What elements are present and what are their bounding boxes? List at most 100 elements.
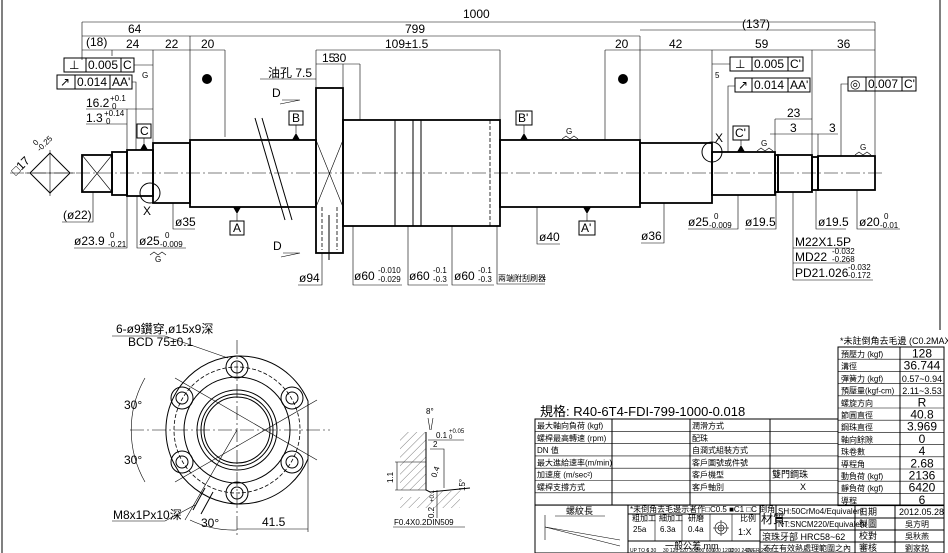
dim-799: 799 <box>405 22 425 36</box>
gdt-frame-runout-left: ↗ 0.014 AA' <box>56 74 137 150</box>
dim-pd: PD21.026 <box>795 266 849 280</box>
thread-spec: M22X1.5P <box>795 235 851 249</box>
dim-d94: ø94 <box>299 271 320 285</box>
material-nt: NT:SNCM220/Equivalent <box>778 520 867 529</box>
dim-d60-a: ø60 <box>354 269 375 283</box>
order-row-value2: 雙門鋼珠 <box>772 469 808 480</box>
drawn-label: 製圖 <box>859 518 877 529</box>
thread-length-label: 螺紋長 <box>566 505 593 516</box>
grind-mark: G <box>142 71 148 80</box>
datum-c: C <box>140 124 149 138</box>
dim-41-5: 41.5 <box>262 515 286 529</box>
tol-lower: -0.21 <box>108 240 127 249</box>
gdt-value: 0.007 <box>868 77 898 91</box>
order-row-label: DN 值 <box>537 445 559 455</box>
dimension-lines <box>81 21 876 156</box>
dim-d25-left: ø25 <box>139 234 160 248</box>
dim-md22: MD22 <box>795 250 827 264</box>
param-value: 2136 <box>909 469 936 483</box>
tol-upper: 0 <box>31 138 41 148</box>
surface-marks: G G G G G 5 D D <box>142 71 872 264</box>
runout-icon: ↗ <box>738 78 748 92</box>
rough-value: 6.3a <box>660 525 676 534</box>
gdt-datum: AA' <box>112 75 130 89</box>
tol-upper: -0.010 <box>378 266 401 275</box>
gdt-value: 0.014 <box>77 75 107 89</box>
dim-1-3: 1.3 <box>86 111 103 125</box>
tol-lower: -0.3 <box>433 275 447 284</box>
order-row-label2: 自潤式組裝方式 <box>692 445 748 455</box>
tol-lower: -0.029 <box>378 275 401 284</box>
angle-30-bottom: 30° <box>201 516 219 530</box>
undercut-label: F0.4X0.2DIN509 <box>394 518 454 527</box>
param-value: 2.11~3.53 <box>902 386 942 396</box>
groove-detail-x: 1.1 8° 0.1 +0.05 0 2 0.4 15° 0.2 +0.1 F0… <box>386 407 471 528</box>
param-label: 動負荷 (kgf) <box>841 471 884 481</box>
approved-label: 審核 <box>859 542 877 553</box>
grind-mark: G <box>860 143 866 152</box>
dim-d23-9: ø23.9 <box>74 234 105 248</box>
tap-note: M8x1Px10深 <box>113 508 182 522</box>
dim-d22: (ø22) <box>63 208 92 222</box>
param-value: 36.744 <box>904 359 941 373</box>
tol-upper: 0 <box>110 231 115 240</box>
rough-header: 研磨 <box>688 513 704 523</box>
param-value: 4 <box>919 444 926 458</box>
order-table: 最大軸向負荷 (kgf)潤滑方式螺桿最高轉速 (rpm)配珠DN 值自潤式組裝方… <box>534 418 839 506</box>
dim-16-2: 16.2 <box>86 96 110 110</box>
dim-square: □17 <box>8 153 33 178</box>
drawn-by: 吳方明 <box>905 519 929 529</box>
dim-3a: 3 <box>790 121 797 135</box>
checked-label: 校對 <box>859 530 877 541</box>
datum-a-prime: A' <box>581 221 591 235</box>
dim-0-1: 0.1 <box>436 431 448 440</box>
rough-header: 細加工 <box>659 513 683 523</box>
param-label: 節圓直徑 <box>841 410 873 420</box>
order-row-label2: 客戶圖號或件號 <box>692 457 748 467</box>
dim-overall: 1000 <box>463 7 490 21</box>
param-value: 40.8 <box>910 408 934 422</box>
param-label: 靜負荷 (kgf) <box>841 483 884 493</box>
gdt-value: 0.005 <box>88 58 118 72</box>
flange-bolt-holes <box>170 355 304 505</box>
tolerance-range: 1200 2400 <box>729 548 753 553</box>
detail-x-label: X <box>715 131 723 145</box>
tol-lower: -0.01 <box>880 221 899 230</box>
dim-30: 30 <box>333 51 347 65</box>
tol-upper: -0.032 <box>848 263 871 272</box>
angle-30-lower: 30° <box>124 453 142 467</box>
param-value: 6420 <box>909 481 936 495</box>
title-block: 螺紋長 *未倒角去毛邊示者作□C0.5 ■C1 □C 倒角 粗加工 細加工 研磨… <box>534 504 945 553</box>
thread-m22 <box>777 154 813 193</box>
grind-mark: G <box>155 255 161 264</box>
dim-36: 36 <box>837 37 851 51</box>
rough-value: 0.4a <box>688 525 704 534</box>
runout-icon: ↗ <box>60 75 70 89</box>
checked-by: 吳秋燕 <box>905 531 929 541</box>
tolerance-range: 300 600 <box>696 548 714 553</box>
dimension-texts: 1000 64 799 (137) (18) 24 22 20 15 30 10… <box>86 7 851 135</box>
dim-23: 23 <box>787 106 801 120</box>
param-label: 溝徑 <box>841 361 857 371</box>
dim-0-4: 0.4 <box>429 465 441 479</box>
chamfer-note: *未註倒角去毛邊 (C0.2MAX) <box>840 335 948 346</box>
detail-x-label: X <box>143 204 151 218</box>
tol-lower: -0.268 <box>832 255 855 264</box>
nut-wiper-note: 兩端附刮刷器 <box>498 273 546 283</box>
tolerance-range: 120 300 <box>680 548 698 553</box>
dim-0-2: 0.2 <box>427 506 436 518</box>
gdt-frame-runout-right: ↗ 0.014 AA' <box>727 77 811 152</box>
perpendicularity-icon: ⊥ <box>735 57 745 71</box>
concentricity-icon: ◎ <box>850 77 860 91</box>
tol-lower: 0 <box>106 117 111 126</box>
tol-lower: -0.009 <box>709 221 732 230</box>
tolerance-range: 6 30 <box>647 548 657 553</box>
hole-note: 6-ø9鑽穿,ø15x9深 <box>116 321 213 336</box>
date-value: 2012.05.28 <box>899 507 944 517</box>
param-value: 3.969 <box>907 420 937 434</box>
dim-3b: 3 <box>829 121 836 135</box>
gdt-frame-perpendicularity-left: ⊥ 0.005 C <box>63 57 153 73</box>
tol-upper: +0.1 <box>110 94 126 103</box>
param-label: 鋼珠直徑 <box>841 422 873 432</box>
